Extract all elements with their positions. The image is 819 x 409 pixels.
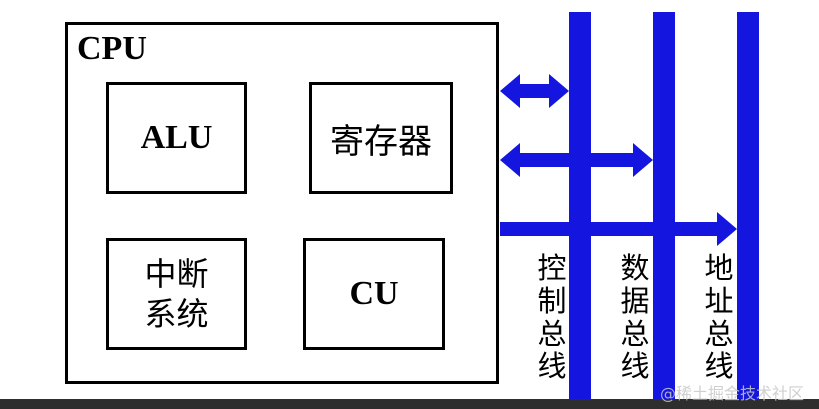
address-bus-arrow [500,212,737,246]
interrupt-system-block: 中断 系统 [106,238,247,350]
footer-bar [0,399,819,409]
data-bus-arrow [500,143,653,177]
cu-block: CU [303,238,445,350]
control-bus-line [569,12,591,409]
cpu-box [65,22,499,384]
alu-block: ALU [106,82,247,194]
control-bus-arrow [500,74,569,108]
address-bus-line [737,12,759,409]
address-bus-label: 地 址 总 线 [704,251,734,384]
data-bus-label: 数 据 总 线 [620,251,650,384]
cpu-title: CPU [77,30,147,67]
control-bus-label: 控 制 总 线 [537,251,567,384]
registers-block: 寄存器 [309,82,453,194]
watermark: @稀土掘金技术社区 [660,384,805,403]
data-bus-line [653,12,675,409]
